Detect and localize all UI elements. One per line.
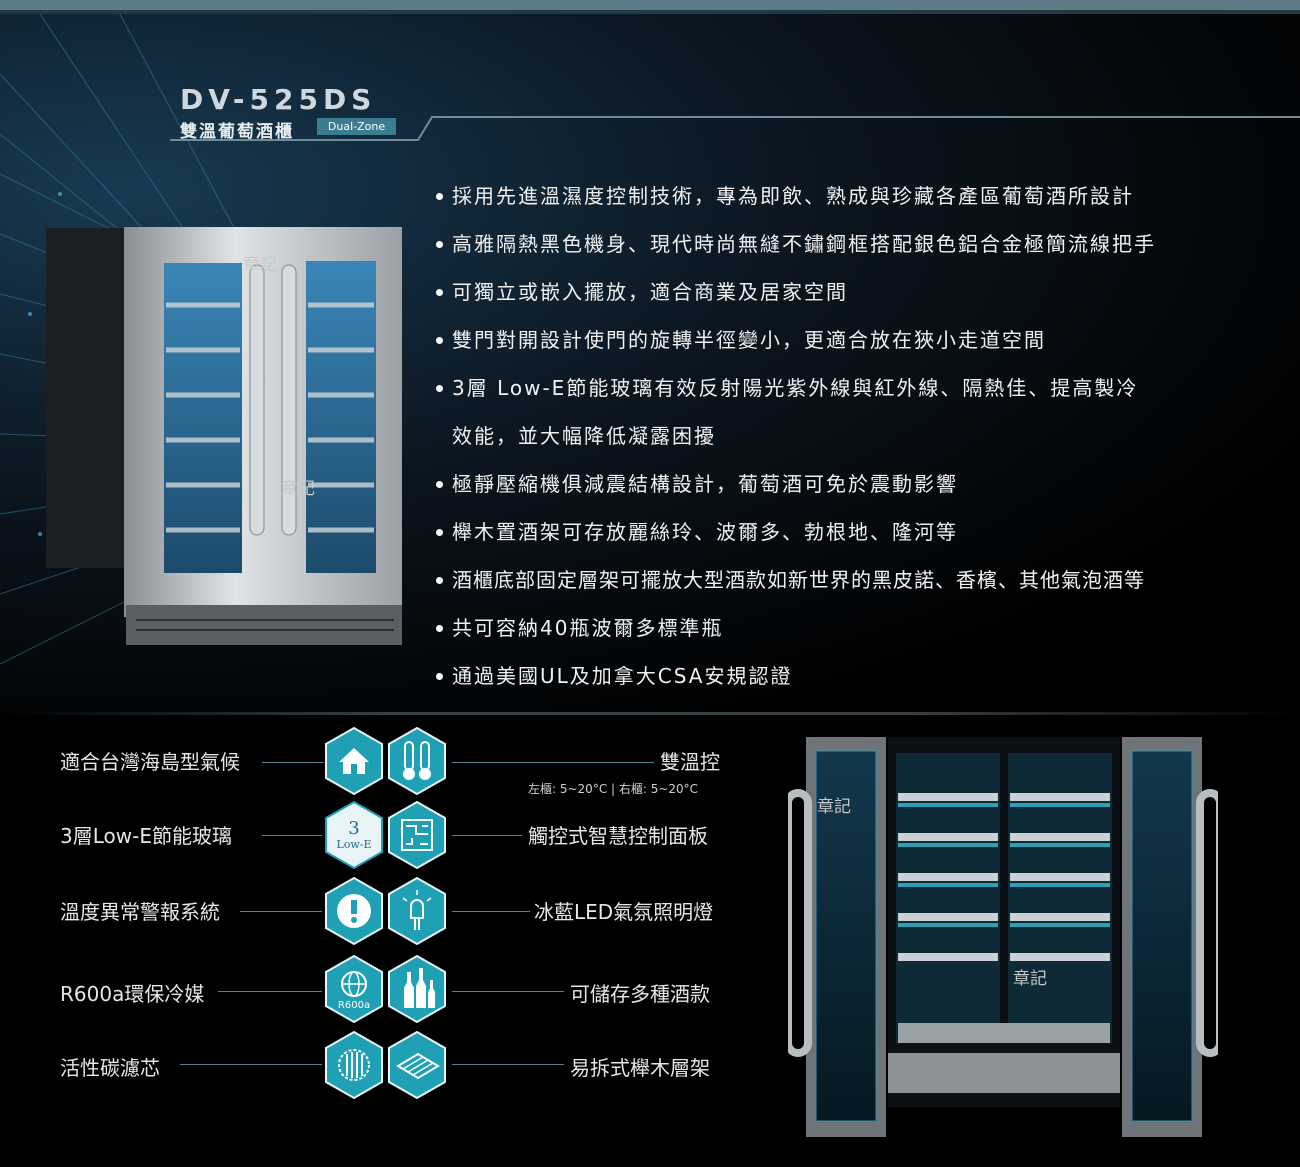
feature-item: 3層 Low-E節能玻璃有效反射陽光紫外線與紅外線、隔熱佳、提高製冷: [432, 370, 1292, 418]
connector-line: [262, 835, 322, 836]
feature-item: 共可容納40瓶波爾多標準瓶: [432, 610, 1292, 658]
connector-line: [218, 991, 322, 992]
bullet: [436, 576, 443, 584]
feature-item: 櫸木置酒架可存放麗絲玲、波爾多、勃根地、隆河等: [432, 514, 1292, 562]
feature-list: 採用先進溫濕度控制技術，專為即飲、熟成與珍藏各產區葡萄酒所設計 高雅隔熱黑色機身…: [432, 178, 1292, 706]
led-bulb-icon: [388, 876, 446, 946]
svg-text:R600a: R600a: [338, 1000, 370, 1011]
product-subtitle: 雙溫葡萄酒櫃: [180, 122, 294, 142]
top-bar: [0, 0, 1300, 14]
feature-item: 可獨立或嵌入擺放，適合商業及居家空間: [432, 274, 1292, 322]
svg-text:Low-E: Low-E: [336, 838, 371, 851]
feature-item: 高雅隔熱黑色機身、現代時尚無縫不鏽鋼框搭配銀色鋁合金極簡流線把手: [432, 226, 1292, 274]
carbon-filter-icon: [325, 1030, 383, 1100]
feature-item: 極靜壓縮機俱減震結構設計，葡萄酒可免於震動影響: [432, 466, 1292, 514]
watermark: 章記: [243, 255, 277, 275]
globe-refrigerant-icon: R600a: [325, 954, 383, 1024]
feature-item: 雙門對開設計使門的旋轉半徑變小，更適合放在狹小走道空間: [432, 322, 1292, 370]
connector-line: [262, 762, 324, 763]
connector-line: [452, 835, 522, 836]
label-climate: 適合台灣海島型氣候: [60, 750, 240, 774]
bottles-icon: [388, 954, 446, 1024]
label-shelf: 易拆式櫸木層架: [570, 1056, 710, 1080]
low-e-glass-icon: 3 Low-E: [325, 800, 383, 870]
bullet: [436, 240, 443, 248]
bullet: [436, 480, 443, 488]
alert-icon: [325, 876, 383, 946]
wine-cabinet-closed-image: [46, 227, 402, 645]
connector-line: [240, 911, 322, 912]
label-storage: 可儲存多種酒款: [570, 982, 710, 1006]
bullet: [436, 624, 443, 632]
feature-item: 採用先進溫濕度控制技術，專為即飲、熟成與珍藏各產區葡萄酒所設計: [432, 178, 1292, 226]
watermark: 章記: [817, 797, 851, 817]
model-name: DV-525DS: [180, 83, 377, 116]
label-refrigerant: R600a環保冷媒: [60, 982, 205, 1006]
section-divider: [0, 712, 1300, 715]
label-led: 冰藍LED氣氛照明燈: [534, 900, 714, 924]
bullet: [436, 528, 443, 536]
feature-item-continued: 效能，並大幅降低凝露困擾: [452, 424, 716, 448]
bullet: [436, 336, 443, 344]
connector-line: [452, 911, 530, 912]
wine-cabinet-open-image: [788, 737, 1218, 1137]
feature-item: 通過美國UL及加拿大CSA安規認證: [432, 658, 1292, 706]
circuit-panel-icon: [388, 800, 446, 870]
connector-line: [180, 1064, 322, 1065]
bullet: [436, 288, 443, 296]
thermometer-icon: [388, 726, 446, 796]
feature-item: 酒櫃底部固定層架可擺放大型酒款如新世界的黑皮諾、香檳、其他氣泡酒等: [432, 562, 1292, 610]
dual-zone-badge: Dual-Zone: [317, 118, 396, 135]
watermark: 章記: [1013, 969, 1047, 989]
connector-line: [452, 1064, 564, 1065]
bullet: [436, 192, 443, 200]
header-underline: [170, 116, 1300, 141]
label-dual-temp: 雙溫控: [660, 750, 720, 774]
watermark: 章記: [281, 479, 315, 499]
connector-line: [452, 762, 654, 763]
label-carbon-filter: 活性碳濾芯: [60, 1056, 160, 1080]
connector-line: [452, 991, 564, 992]
bullet: [436, 672, 443, 680]
label-low-e: 3層Low-E節能玻璃: [60, 824, 232, 848]
svg-text:3: 3: [348, 818, 359, 839]
label-temp-range: 左櫃: 5~20°C | 右櫃: 5~20°C: [528, 782, 699, 796]
label-touch-panel: 觸控式智慧控制面板: [528, 824, 708, 848]
label-alarm: 溫度異常警報系統: [60, 900, 220, 924]
house-icon: [325, 726, 383, 796]
bullet: [436, 384, 443, 392]
shelf-icon: [388, 1030, 446, 1100]
